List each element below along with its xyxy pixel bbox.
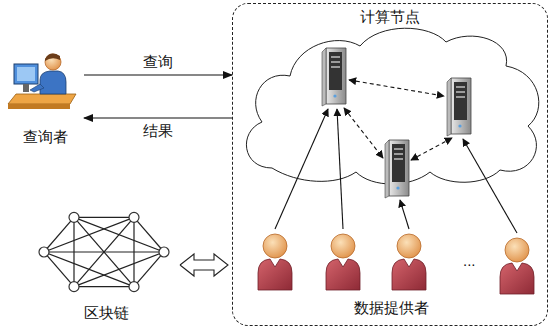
blockchain-graph (39, 212, 169, 291)
node-label: 计算节点 (358, 8, 422, 26)
chain-link (44, 217, 134, 252)
server-link (344, 80, 452, 160)
chain-peer (69, 212, 79, 222)
node-label: 区块链 (82, 304, 131, 322)
chain-link (44, 252, 74, 287)
chain-link (44, 252, 134, 287)
chain-link (74, 286, 134, 287)
chain-peer (159, 247, 169, 257)
upload-arrow (275, 109, 517, 233)
edge-label: 查询 (140, 53, 176, 71)
chain-link (44, 251, 164, 252)
ellipsis-mark: ... (460, 252, 479, 270)
querier-node: 查询者 (6, 52, 84, 146)
provider-group: 数据提供者 (323, 294, 459, 322)
chain-link (134, 217, 164, 252)
chain-peer (129, 212, 139, 222)
chain-peer (69, 282, 79, 292)
chain-link (74, 217, 134, 218)
node-label: 查询者 (21, 128, 70, 146)
querier-icon (8, 54, 76, 109)
flow-arrow (84, 74, 232, 75)
sync-arrow (180, 254, 228, 276)
node-label: 数据提供者 (352, 299, 431, 317)
connector-layer (84, 75, 232, 276)
edge-label: 结果 (140, 122, 176, 140)
chain-peer (39, 247, 49, 257)
compute-region: 计算节点数据提供者 (232, 3, 548, 326)
blockchain-node: 区块链 (36, 200, 176, 324)
chain-peer (129, 282, 139, 292)
flow-arrow (84, 117, 232, 118)
